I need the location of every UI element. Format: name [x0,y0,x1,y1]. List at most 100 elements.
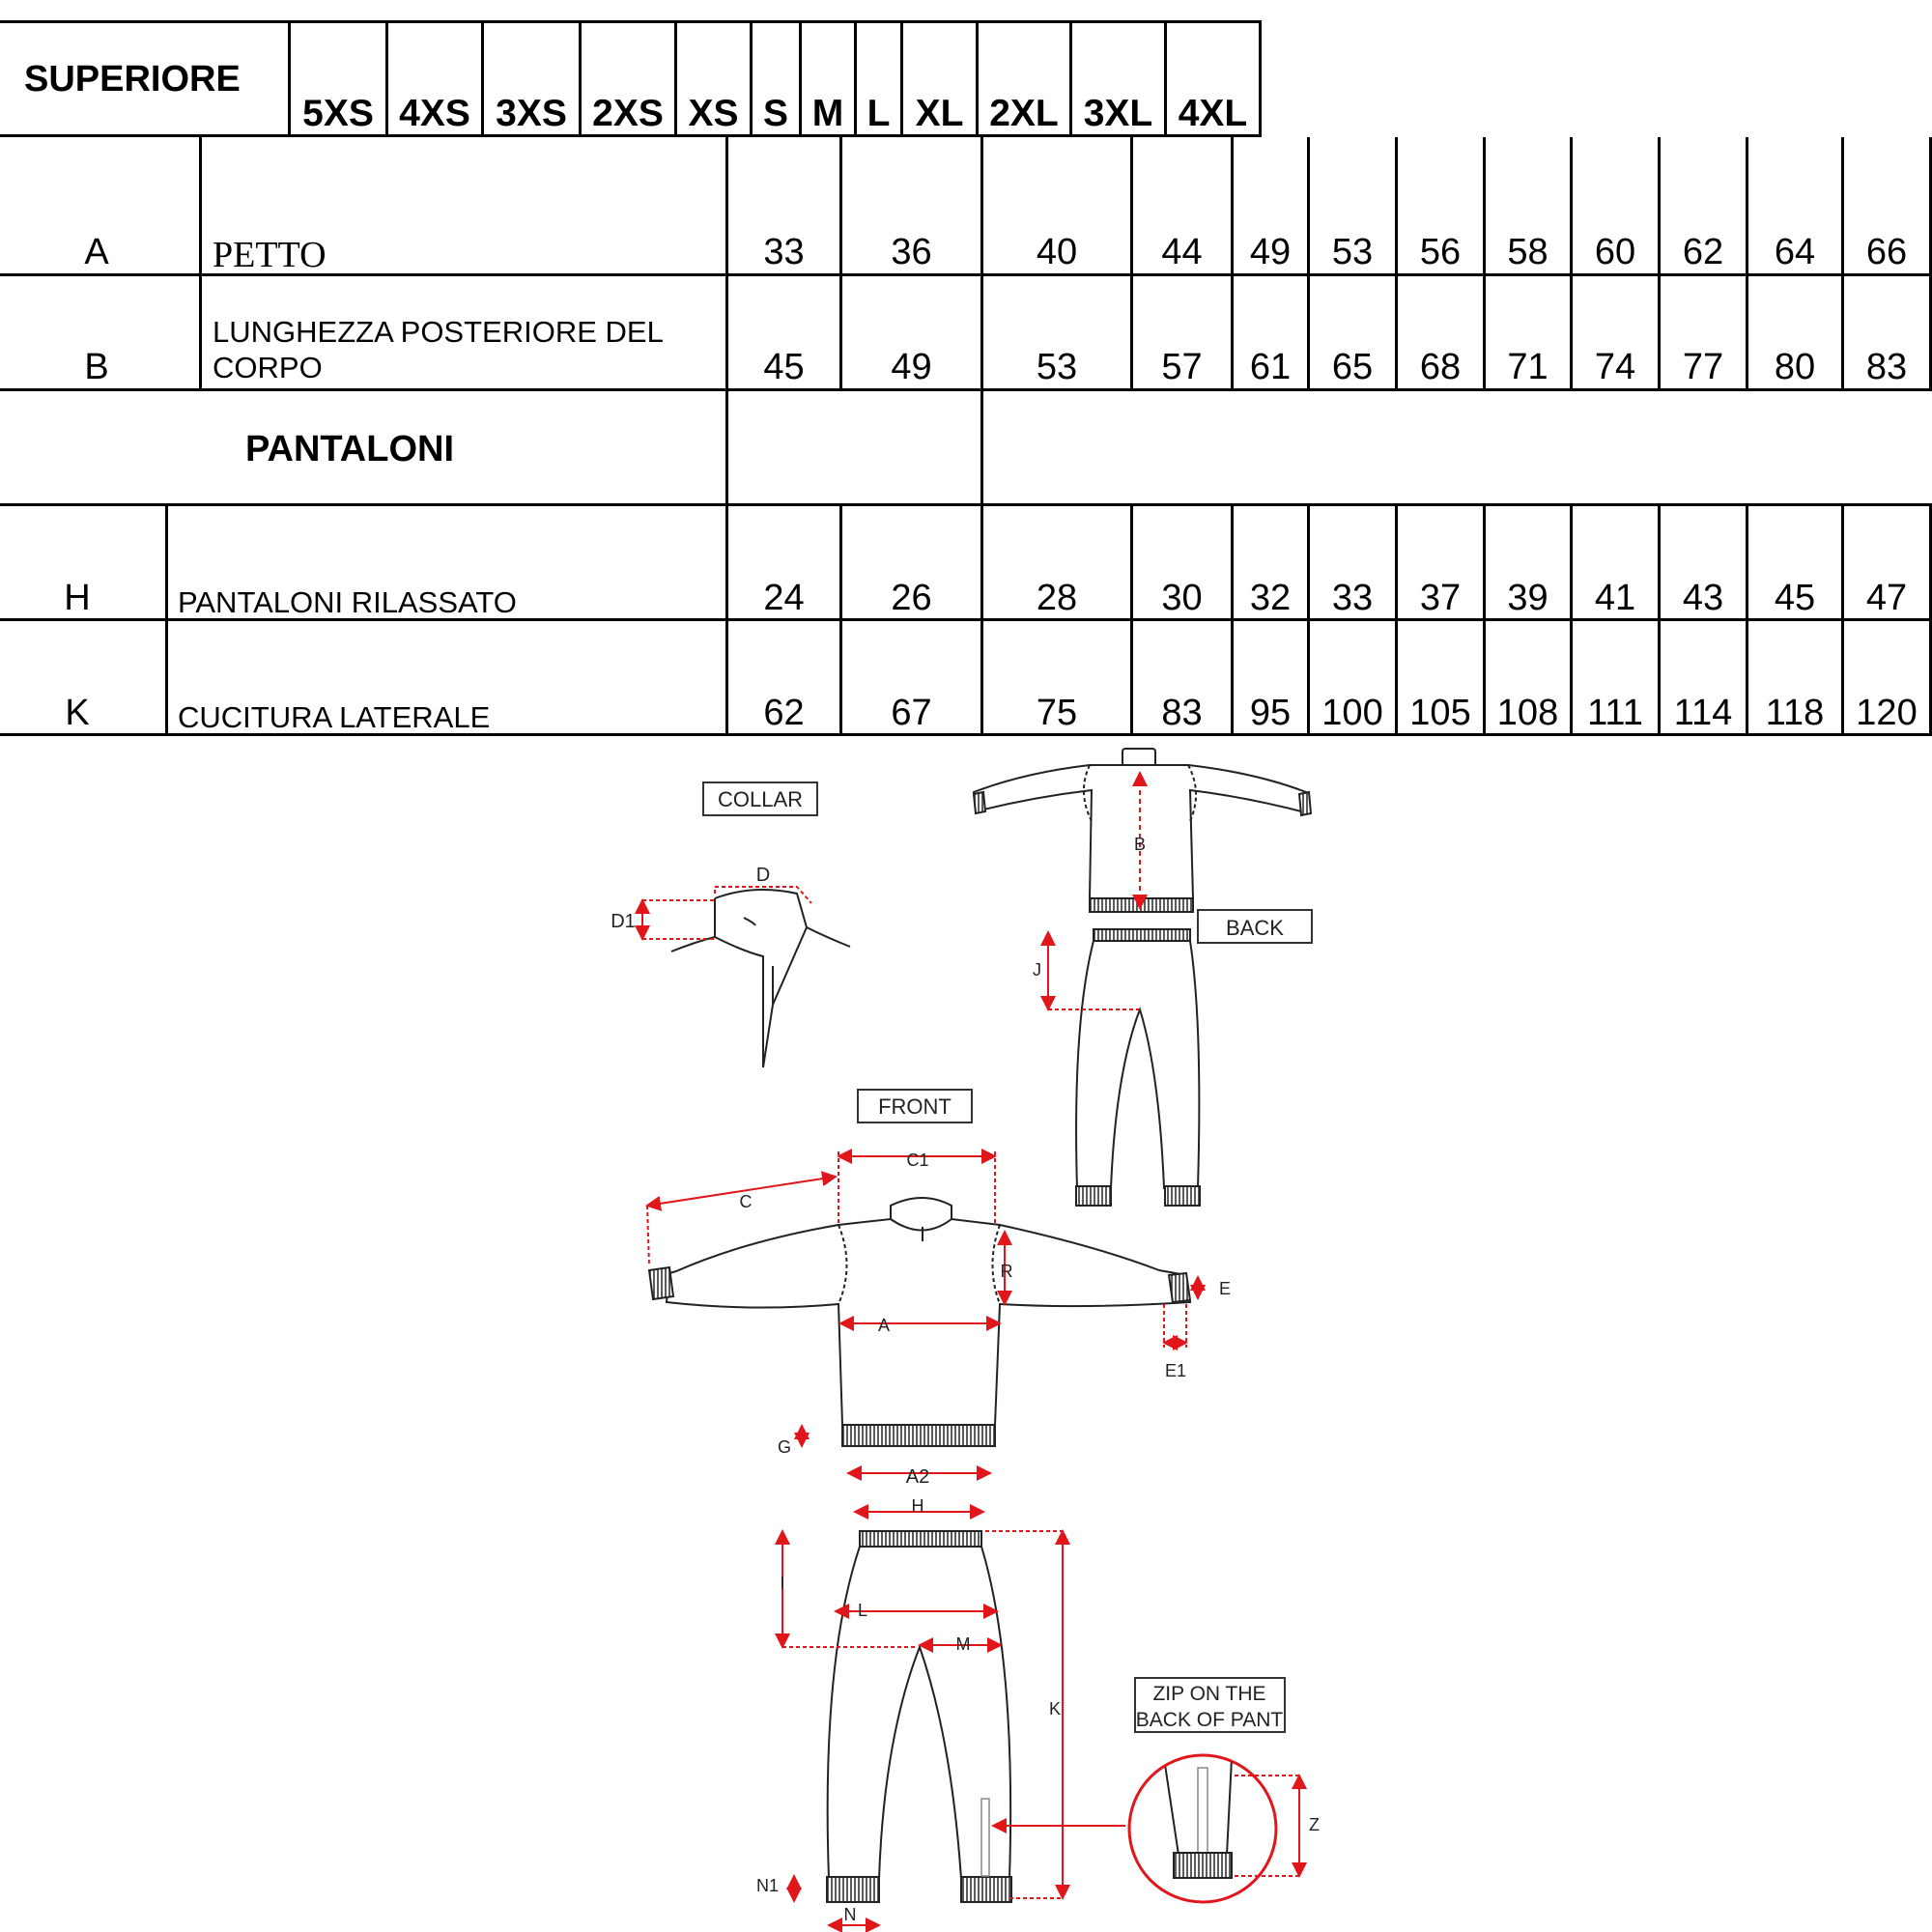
size-label-2xs: 2XS [592,93,664,134]
row-letter-h: H [64,578,91,618]
col-border [1130,503,1133,736]
col-border [1483,137,1486,389]
value-cell: 57 [1161,347,1203,387]
zip-detail [1127,1753,1307,1904]
header-sep [900,20,903,137]
label-m: M [956,1634,971,1654]
back-box-label: BACK [1226,916,1284,940]
value-cell: 83 [1161,693,1203,733]
value-cell: 77 [1682,347,1724,387]
value-cell: 33 [763,232,805,272]
col-border [165,503,168,736]
zip-box-line1: ZIP ON THE [1152,1683,1265,1705]
front-box-label: FRONT [878,1094,952,1119]
value-cell: 41 [1594,578,1636,618]
front-box: FRONT [857,1089,973,1123]
value-cell: 53 [1331,232,1374,272]
front-jacket [647,1197,1192,1447]
col-border [1231,503,1234,736]
header-sep [481,20,484,137]
col-border [1307,503,1310,736]
label-g: G [778,1437,791,1457]
size-label-2xl: 2XL [989,93,1059,134]
value-cell: 33 [1331,578,1374,618]
collar-sketch [670,889,851,1068]
value-cell: 100 [1321,693,1383,733]
value-cell: 39 [1507,578,1548,618]
size-label-xl: XL [915,93,964,134]
value-cell: 28 [1036,578,1078,618]
label-c1: C1 [906,1151,928,1170]
value-cell: 26 [891,578,932,618]
header-right-border [1259,20,1262,137]
value-cell: 37 [1419,578,1462,618]
zip-box: ZIP ON THE BACK OF PANT [1134,1677,1286,1733]
size-label-l: L [867,93,891,134]
row-border [0,388,1932,391]
size-label-3xl: 3XL [1083,93,1153,134]
value-cell: 45 [1774,578,1816,618]
header-bottom-border [0,134,1261,137]
value-cell: 120 [1856,693,1918,733]
col-border [1658,137,1661,389]
col-border [1231,137,1234,389]
header-sep [799,20,802,137]
label-z: Z [1309,1815,1320,1834]
label-b: B [1134,835,1146,854]
size-label-5xs: 5XS [302,93,374,134]
label-i: I [780,1574,784,1593]
value-cell: 67 [891,693,932,733]
value-cell: 56 [1419,232,1462,272]
value-cell: 111 [1587,693,1643,733]
value-cell: 66 [1865,232,1908,272]
zip-box-line2: BACK OF PANT [1136,1709,1284,1731]
col-border [1130,137,1133,389]
collar-box-label: COLLAR [718,787,803,811]
measure-j [1040,930,1140,1011]
row-letter-b: B [84,347,109,387]
label-a2: A2 [906,1466,929,1488]
label-e1: E1 [1165,1361,1186,1380]
label-c: C [740,1192,753,1211]
col-border [1395,137,1398,389]
col-border [1841,503,1844,736]
row-border [0,503,1932,506]
col-border [1395,503,1398,736]
label-k: K [1049,1699,1061,1719]
header-sep [750,20,753,137]
col-border [1483,503,1486,736]
value-cell: 74 [1594,347,1636,387]
value-cell: 80 [1774,347,1816,387]
col-border [199,137,202,389]
back-pants [1075,928,1201,1207]
header-sep [976,20,979,137]
collar-measure [635,886,812,941]
value-cell: 44 [1161,232,1203,272]
value-cell: 40 [1036,232,1078,272]
value-cell: 62 [763,693,805,733]
header-sep [1069,20,1072,137]
col-border [1746,503,1748,736]
row-border [0,618,1932,621]
value-cell: 32 [1249,578,1292,618]
label-n1: N1 [756,1876,779,1895]
row-letter-a: A [84,232,109,272]
value-cell: 53 [1036,347,1078,387]
size-label-m: M [811,93,844,134]
value-cell: 61 [1249,347,1292,387]
col-border [1570,503,1573,736]
back-jacket [972,748,1313,913]
row-label-petto: PETTO [213,235,327,275]
back-box: BACK [1197,909,1313,944]
value-cell: 49 [1249,232,1292,272]
value-cell: 114 [1673,693,1733,733]
size-label-4xl: 4XL [1178,93,1248,134]
row-border [0,273,1932,276]
size-label-s: S [762,93,788,134]
header-sep [288,20,291,137]
pantaloni-title: PANTALONI [245,429,455,469]
value-cell: 83 [1865,347,1908,387]
row-letter-k: K [65,693,90,733]
size-label-4xs: 4XS [399,93,470,134]
value-cell: 64 [1774,232,1816,272]
